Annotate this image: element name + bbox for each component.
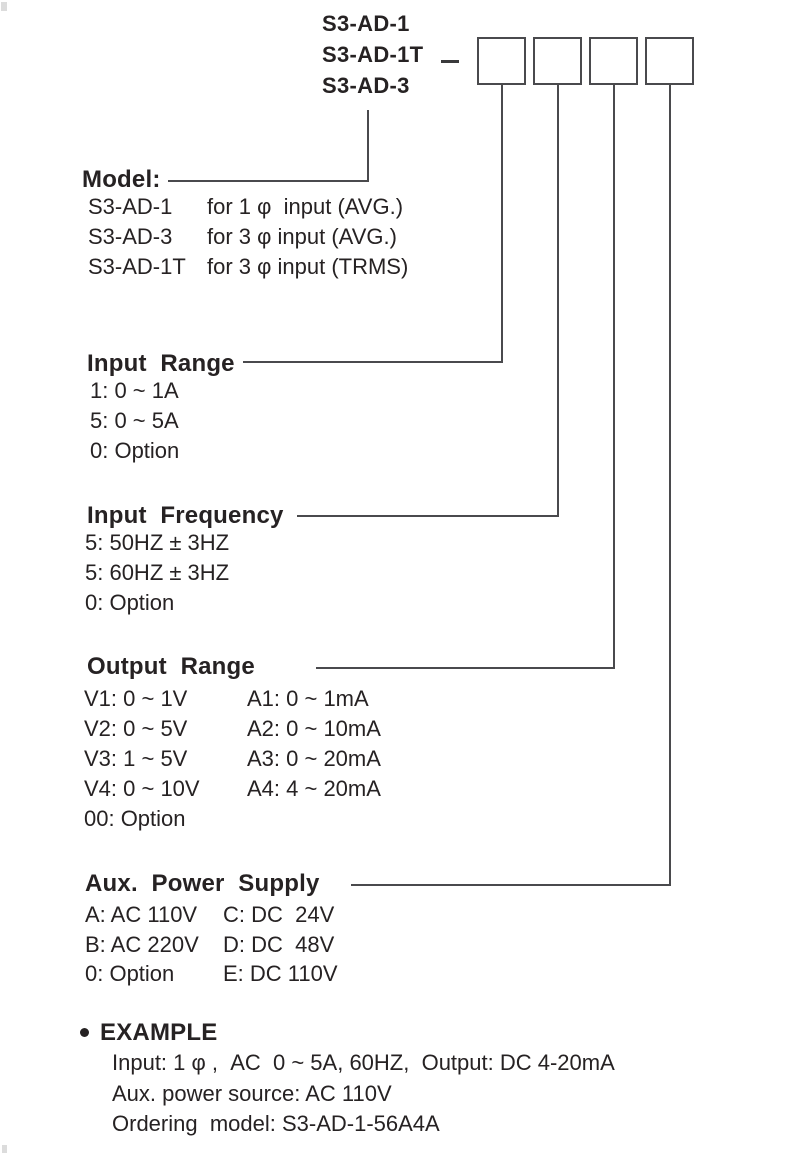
connector-input-frequency-vertical — [557, 85, 559, 517]
section-title-example: EXAMPLE — [100, 1019, 218, 1046]
model-name-2: S3-AD-1T — [322, 42, 424, 67]
output-range-item: V2: 0 ~ 5V — [84, 716, 188, 741]
connector-model-horizontal — [168, 180, 369, 182]
aux-power-item: E: DC 110V — [223, 961, 338, 986]
connector-input-range-vertical — [501, 85, 503, 363]
model-row-desc: for 1 φ input (AVG.) — [207, 194, 404, 219]
output-range-item: A4: 4 ~ 20mA — [247, 776, 381, 801]
scan-artifact-top-left — [1, 2, 7, 11]
example-line: Input: 1 φ , AC 0 ~ 5A, 60HZ, Output: DC… — [112, 1050, 615, 1075]
section-title-input-frequency: Input Frequency — [87, 502, 284, 529]
code-box-aux-power — [645, 37, 694, 85]
input-frequency-item: 0: Option — [85, 590, 175, 615]
section-title-output-range: Output Range — [87, 653, 255, 680]
model-row-code: S3-AD-3 — [88, 224, 173, 249]
section-title-input-range: Input Range — [87, 350, 235, 377]
aux-power-item: C: DC 24V — [223, 902, 335, 927]
connector-aux-power-vertical — [669, 85, 671, 886]
connector-model-vertical — [367, 110, 369, 182]
model-name-3: S3-AD-3 — [322, 73, 410, 98]
connector-output-range-vertical — [613, 85, 615, 669]
model-row-code: S3-AD-1T — [88, 254, 186, 279]
output-range-item: V3: 1 ~ 5V — [84, 746, 188, 771]
code-box-input-frequency — [533, 37, 582, 85]
output-range-item: A1: 0 ~ 1mA — [247, 686, 369, 711]
model-row-code: S3-AD-1 — [88, 194, 173, 219]
connector-aux-power-horizontal — [351, 884, 671, 886]
output-range-option: 00: Option — [84, 806, 186, 831]
connector-output-range-horizontal — [316, 667, 615, 669]
output-range-item: V1: 0 ~ 1V — [84, 686, 188, 711]
aux-power-item: B: AC 220V — [85, 932, 199, 957]
input-frequency-item: 5: 50HZ ± 3HZ — [85, 530, 230, 555]
output-range-item: V4: 0 ~ 10V — [84, 776, 200, 801]
connector-input-frequency-horizontal — [297, 515, 559, 517]
example-line: Ordering model: S3-AD-1-56A4A — [112, 1111, 440, 1136]
aux-power-item: 0: Option — [85, 961, 175, 986]
code-box-output-range — [589, 37, 638, 85]
dash-separator — [441, 60, 459, 63]
input-range-item: 1: 0 ~ 1A — [90, 378, 179, 403]
section-title-model: Model: — [82, 166, 161, 193]
model-row-desc: for 3 φ input (AVG.) — [207, 224, 397, 249]
aux-power-item: D: DC 48V — [223, 932, 335, 957]
input-frequency-item: 5: 60HZ ± 3HZ — [85, 560, 230, 585]
connector-input-range-horizontal — [243, 361, 503, 363]
code-box-input-range — [477, 37, 526, 85]
output-range-item: A2: 0 ~ 10mA — [247, 716, 381, 741]
aux-power-item: A: AC 110V — [85, 902, 198, 927]
model-row-desc: for 3 φ input (TRMS) — [207, 254, 409, 279]
example-line: Aux. power source: AC 110V — [112, 1081, 392, 1106]
section-title-aux-power: Aux. Power Supply — [85, 870, 320, 897]
input-range-item: 0: Option — [90, 438, 180, 463]
output-range-item: A3: 0 ~ 20mA — [247, 746, 381, 771]
model-name-1: S3-AD-1 — [322, 11, 410, 36]
input-range-item: 5: 0 ~ 5A — [90, 408, 179, 433]
scan-artifact-bottom-left — [2, 1145, 7, 1153]
bullet-icon — [80, 1028, 89, 1037]
